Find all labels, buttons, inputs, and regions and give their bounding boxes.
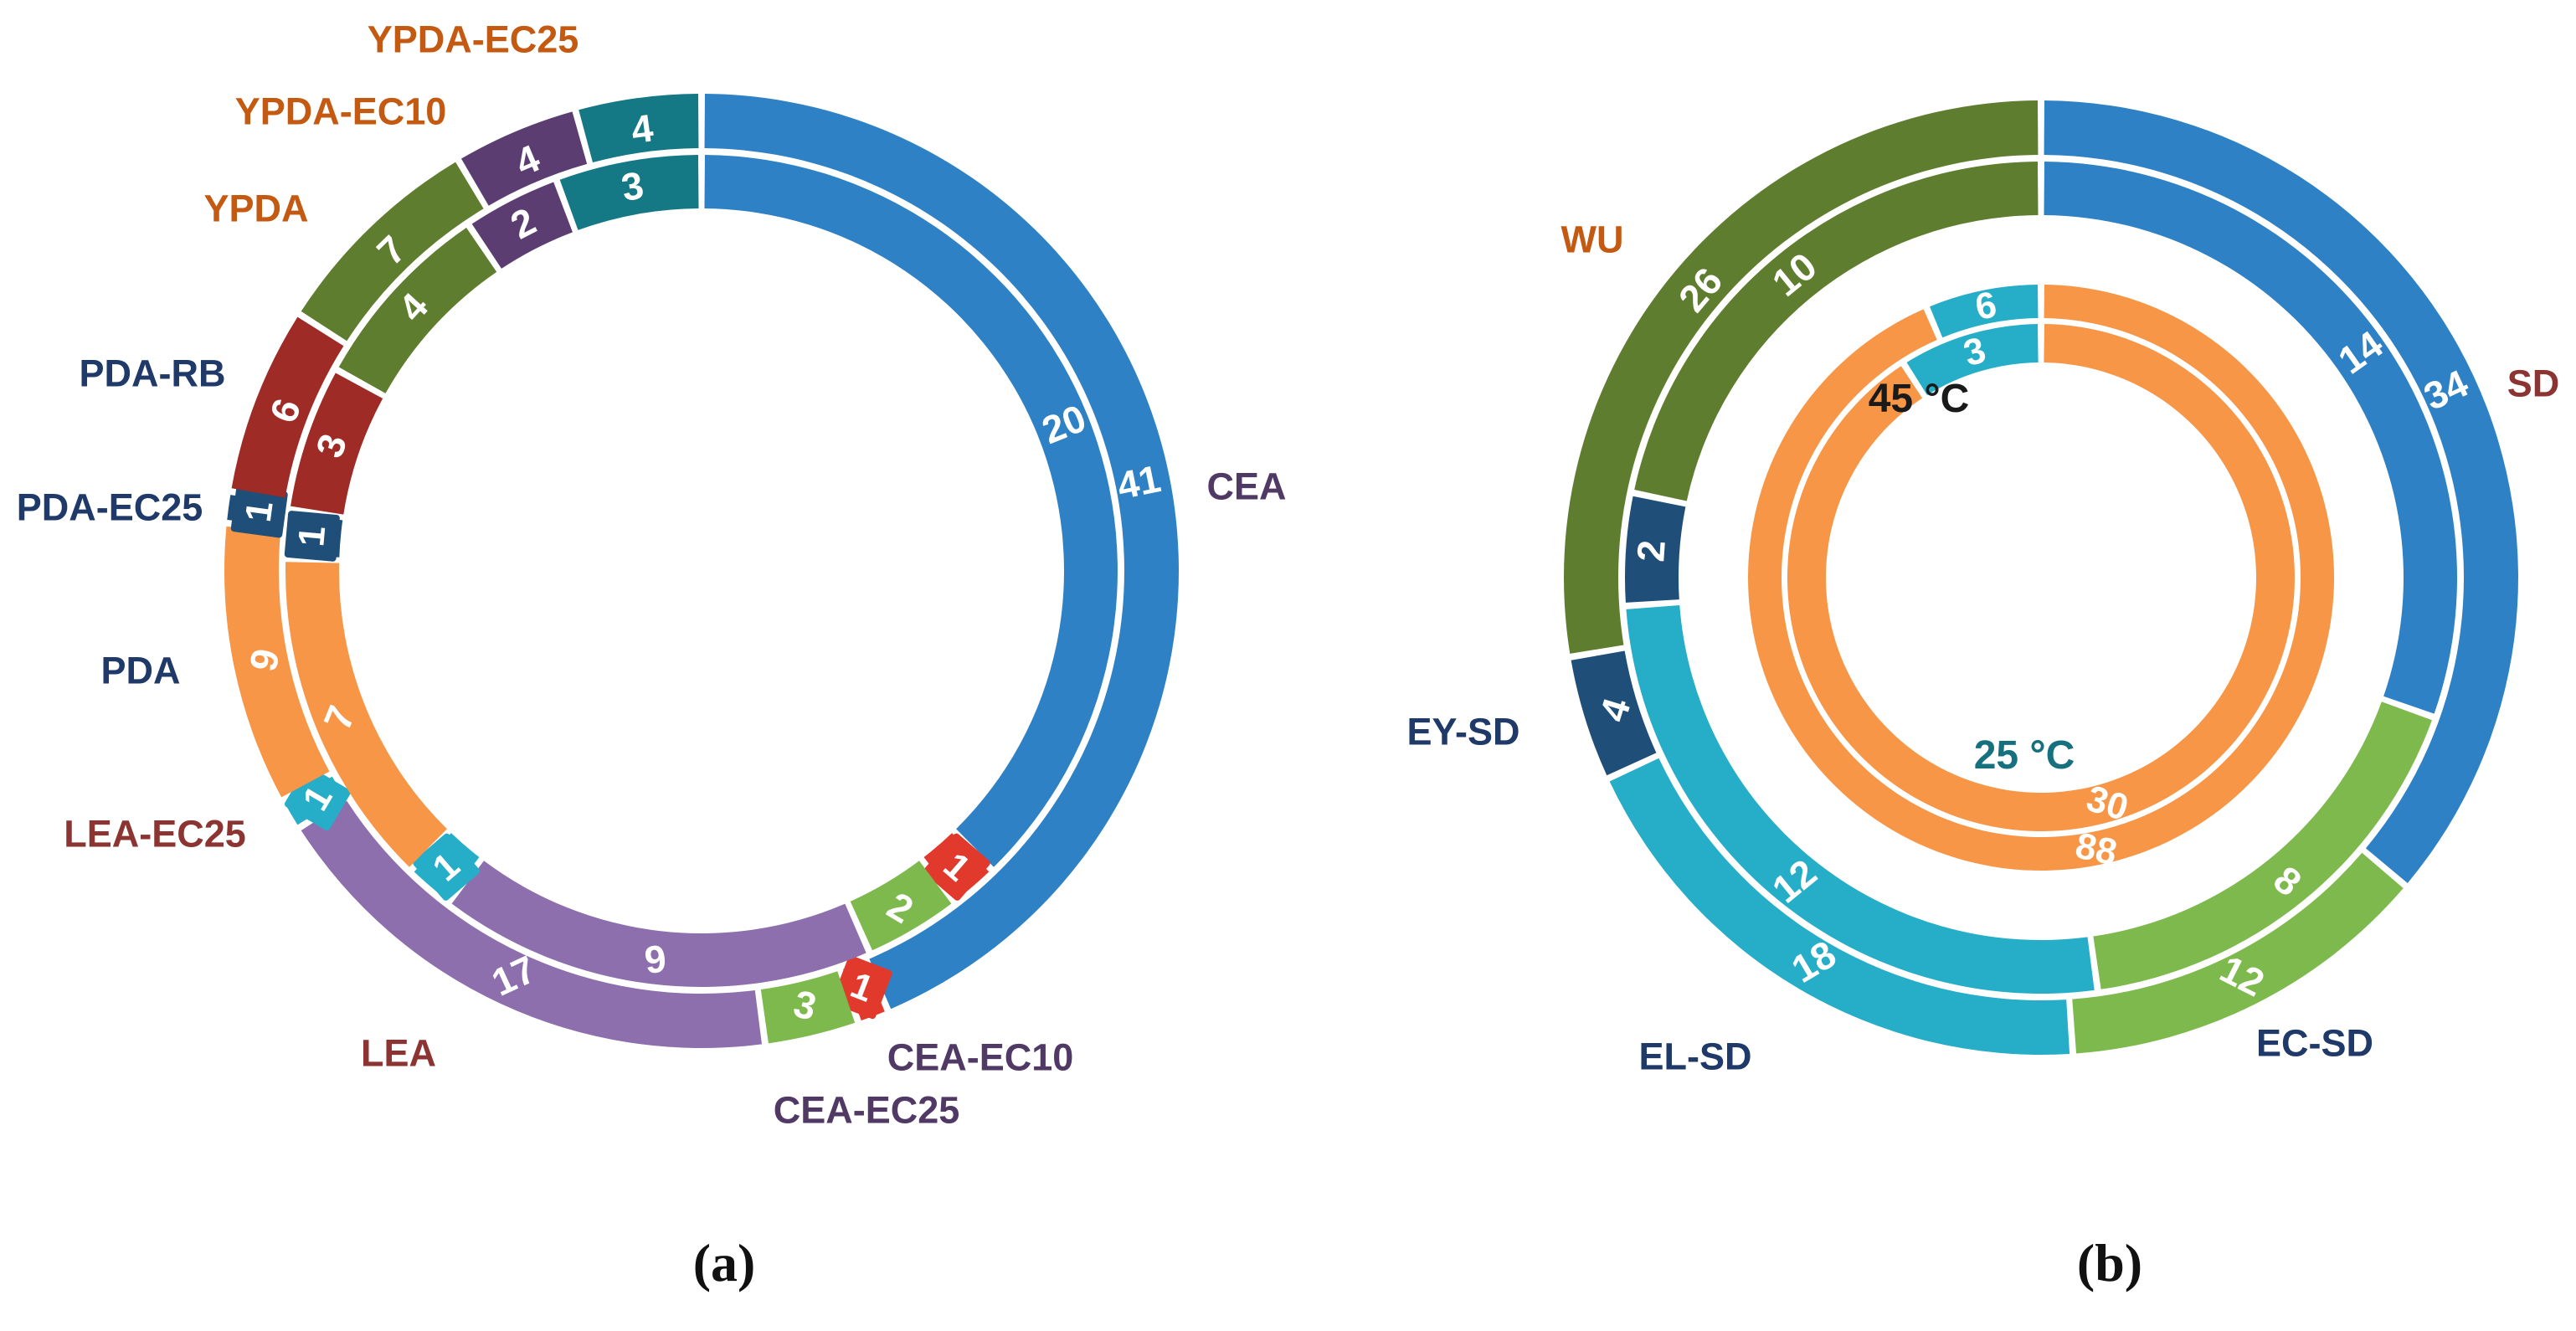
segment-a-inner-pda	[285, 562, 447, 867]
value-a-outer-cea: 41	[1113, 456, 1165, 507]
segment-a-inner-ypda-ec25	[559, 155, 699, 230]
segment-b-outer-ey-sd	[1571, 650, 1657, 776]
segment-a-outer-ypda-ec25	[578, 94, 699, 163]
badge-a-inner-pda-ec25	[284, 511, 340, 562]
label-ec-sd: EC-SD	[2255, 1021, 2374, 1065]
segment-b-inner-wu	[1634, 162, 2039, 501]
label-pda-rb: PDA-RB	[79, 352, 226, 395]
label-pda-ec25: PDA-EC25	[16, 486, 203, 529]
label-cea-ec10: CEA-EC10	[887, 1036, 1074, 1079]
label-45c: 45 °C	[1868, 377, 1970, 421]
segment-b-outer-wu	[1564, 100, 2039, 654]
badge-a-inner-lea-ec25	[413, 833, 480, 901]
label-lea: LEA	[361, 1031, 436, 1075]
segment-a-outer-ypda-ec10	[460, 111, 588, 206]
segment-a-inner-cea-ec25	[850, 861, 952, 951]
label-el-sd: EL-SD	[1638, 1035, 1752, 1078]
label-ey-sd: EY-SD	[1406, 710, 1520, 753]
segment-a-outer-pda	[224, 526, 330, 798]
label-wu: WU	[1561, 218, 1624, 261]
value-b-inner-ey-sd: 2	[1628, 539, 1674, 563]
label-sd: SD	[2507, 362, 2560, 405]
caption-b: (b)	[2076, 1233, 2143, 1292]
segment-b-outer-el-sd	[1609, 758, 2070, 1056]
segment-a-outer-pda-rb	[231, 316, 344, 498]
segment-a-outer-ypda	[301, 162, 484, 342]
segment-a-inner-cea	[704, 155, 1118, 867]
segment-b-temp-ring-mid-cyan	[1930, 285, 2039, 338]
label-lea-ec25: LEA-EC25	[64, 812, 246, 856]
label-cea: CEA	[1206, 465, 1287, 508]
label-cea-ec25: CEA-EC25	[773, 1088, 960, 1132]
badge-a-inner-cea-ec10	[923, 833, 990, 901]
segment-a-inner-ypda-ec10	[471, 182, 573, 269]
segment-b-inner-sd	[2044, 162, 2457, 714]
segment-b-inner-el-sd	[1626, 605, 2095, 994]
label-ypda-ec25: YPDA-EC25	[367, 18, 579, 61]
value-a-inner-pda-ec25: 1	[291, 524, 333, 548]
value-b-temp-ring-mid-orange: 88	[2072, 825, 2121, 874]
label-ypda-ec10: YPDA-EC10	[234, 90, 447, 133]
segment-b-temp-ring-innermost-cyan	[1906, 324, 2039, 395]
badge-a-outer-pda-ec25	[230, 485, 288, 538]
value-a-inner-lea: 9	[642, 936, 669, 982]
caption-a: (a)	[692, 1233, 756, 1292]
segment-a-inner-lea	[451, 861, 866, 988]
segment-a-outer-cea	[704, 94, 1180, 1010]
segment-a-outer-lea	[301, 800, 763, 1048]
segment-b-inner-ey-sd	[1624, 496, 1686, 603]
label-pda: PDA	[100, 649, 181, 692]
segment-b-outer-sd	[2044, 100, 2518, 883]
segment-b-temp-ring-mid-orange	[1748, 285, 2335, 871]
segment-a-inner-pda-rb	[291, 373, 383, 515]
label-ypda: YPDA	[203, 187, 309, 230]
label-25c: 25 °C	[1973, 733, 2075, 778]
segment-a-outer-cea-ec25	[760, 971, 856, 1044]
segment-b-inner-ec-sd	[2093, 701, 2432, 989]
segment-a-inner-ypda	[338, 228, 497, 393]
segment-b-outer-ec-sd	[2072, 852, 2404, 1054]
